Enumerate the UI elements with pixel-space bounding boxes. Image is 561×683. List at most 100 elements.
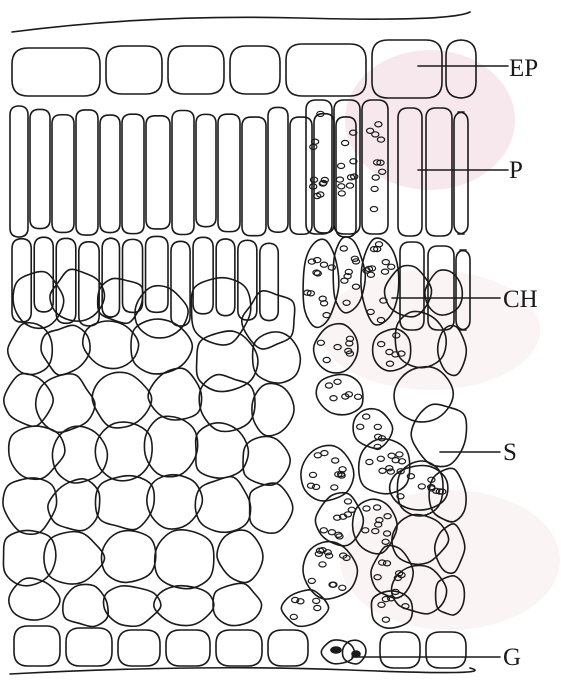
chloroplast — [328, 265, 335, 270]
chloroplast — [338, 184, 345, 189]
chloroplast — [336, 177, 343, 182]
chloroplast — [338, 191, 345, 196]
chloroplast — [342, 140, 349, 145]
palisade-cell — [193, 237, 213, 313]
spongy-cell — [243, 437, 290, 486]
chloroplast — [308, 578, 315, 583]
chloroplast — [374, 424, 381, 429]
spongy-cell — [195, 477, 250, 533]
chloroplast — [332, 458, 339, 463]
palisade-cell — [146, 236, 168, 312]
palisade-cell — [290, 117, 312, 234]
chloroplast — [320, 528, 327, 533]
spongy-cell — [63, 584, 108, 626]
spongy-cell — [92, 372, 151, 428]
chloroplast-cell — [359, 439, 410, 494]
chloroplast — [338, 163, 345, 168]
chloroplast — [386, 466, 393, 471]
label-ch: CH — [503, 287, 538, 312]
chloroplast — [366, 459, 373, 464]
spongy-cell — [41, 325, 90, 375]
epidermis-cell — [268, 630, 308, 666]
palisade-cell — [100, 115, 120, 232]
chloroplast — [313, 484, 320, 489]
palisade-cell — [218, 114, 240, 231]
chloroplast — [396, 452, 403, 457]
chloroplast — [377, 456, 384, 461]
spongy-cell — [36, 374, 95, 432]
chloroplast — [307, 483, 314, 488]
chloroplast — [370, 207, 377, 212]
lower-epidermis — [14, 626, 466, 668]
epidermis-cell — [426, 632, 466, 668]
spongy-cell — [411, 404, 466, 466]
chloroplast-cell — [353, 409, 393, 449]
palisade-cell — [122, 114, 144, 233]
chloroplast — [381, 269, 388, 274]
chloroplast — [387, 469, 394, 474]
upper-cuticle — [12, 12, 470, 32]
chloroplast — [382, 617, 389, 622]
chloroplast — [382, 260, 389, 265]
chloroplast — [309, 472, 316, 477]
guard-cell-nucleus — [352, 651, 360, 657]
spongy-cell — [154, 586, 214, 626]
label-p: P — [509, 158, 523, 183]
spongy-cell — [252, 383, 294, 435]
label-g: G — [503, 645, 521, 670]
chloroplast — [418, 484, 425, 489]
palisade-cell — [52, 115, 74, 233]
epidermis-cell — [106, 46, 162, 94]
spongy-cell — [50, 269, 105, 321]
chloroplast — [331, 485, 338, 490]
palisade-cell — [102, 238, 119, 317]
epidermis-cell — [12, 48, 100, 96]
chloroplast — [330, 396, 337, 401]
chloroplast — [339, 585, 346, 590]
chloroplast — [334, 379, 341, 384]
label-s: S — [503, 440, 517, 465]
palisade-cell — [146, 116, 170, 229]
spongy-cell — [213, 583, 262, 625]
chloroplast — [372, 175, 379, 180]
palisade-cell — [122, 239, 142, 312]
chloroplast — [290, 614, 297, 619]
chloroplast — [346, 183, 353, 188]
label-ep: EP — [509, 56, 538, 81]
palisade-cell — [238, 240, 257, 320]
palisade-cell — [30, 109, 50, 228]
palisade-cell — [268, 107, 288, 232]
chloroplast — [340, 246, 347, 251]
palisade-cell — [171, 241, 190, 326]
chloroplast — [363, 414, 370, 419]
epidermis-cell — [118, 630, 160, 666]
epidermis-cell — [230, 46, 280, 94]
epidermis-cell — [216, 630, 262, 666]
chloroplast — [357, 424, 364, 429]
chloroplast — [344, 499, 351, 504]
chloroplast — [313, 598, 320, 603]
chloroplast — [388, 264, 395, 269]
palisade-cell — [196, 114, 216, 226]
epidermis-cell — [286, 44, 366, 96]
epidermis-cell — [66, 628, 112, 666]
epidermis-cell — [168, 46, 224, 94]
spongy-cell — [147, 475, 203, 529]
chloroplast — [363, 506, 370, 511]
chloroplast — [314, 605, 321, 610]
epidermis-cell — [14, 626, 60, 666]
spongy-cell — [8, 323, 53, 375]
spongy-cell — [148, 368, 201, 420]
guard-cell-nucleus — [331, 647, 341, 653]
spongy-cell — [199, 375, 255, 432]
palisade-cell — [10, 106, 28, 237]
palisade-cell — [172, 110, 194, 234]
palisade-cell — [314, 114, 334, 233]
spongy-cell — [249, 483, 292, 533]
chloroplast-cell — [281, 590, 328, 627]
chloroplast — [320, 262, 327, 267]
spongy-cell — [101, 531, 155, 583]
spongy-cell — [95, 476, 154, 530]
palisade-cell — [242, 117, 266, 236]
